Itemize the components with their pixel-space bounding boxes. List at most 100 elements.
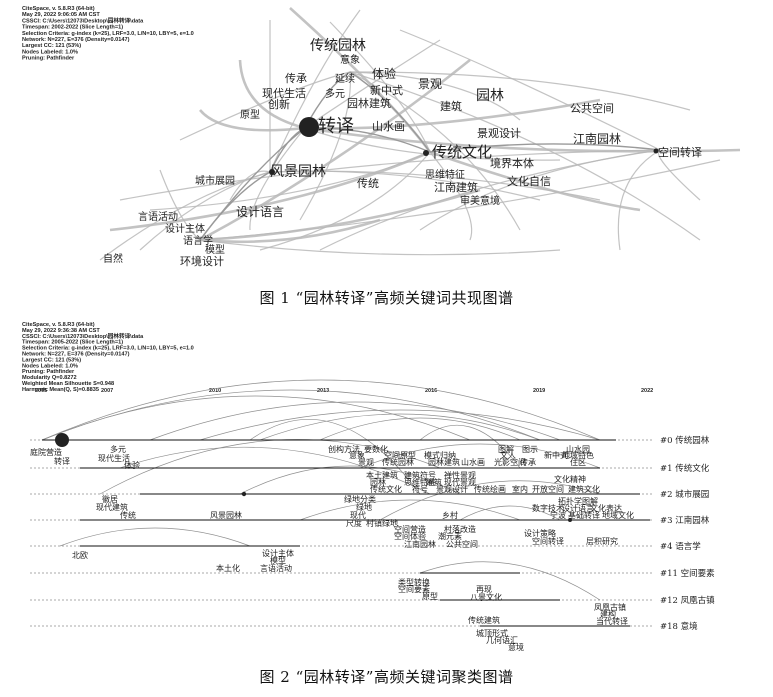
timeline-term: 公共空间 [446, 539, 478, 549]
network-keyword: 公共空间 [570, 101, 614, 115]
timeline-term: 拓扑学图解 [558, 496, 598, 506]
network-edge [399, 29, 661, 151]
timeline-term: 江南园林 [404, 539, 436, 549]
network-keyword: 传统 [357, 177, 379, 190]
hub-node-kongjianzhuanyi [653, 148, 659, 154]
network-edge [199, 109, 306, 132]
network-nodes [269, 117, 659, 175]
timeline-term: 凤凰古镇 [594, 602, 626, 612]
timeline-term: 现代建筑 [96, 502, 128, 512]
cluster-label: #12 凤凰古镇 [660, 595, 715, 606]
network-edge [349, 71, 521, 121]
timeline-term: 潮元素 [438, 531, 462, 541]
timeline-term: 建筑文化 [568, 484, 600, 494]
figure-2-caption: 图 2 “园林转译”高频关键词聚类图谱 [259, 668, 514, 686]
timeline-term: 几何语汇 [486, 635, 518, 645]
timeline-term: 再现 [476, 585, 492, 594]
timeline-arc [299, 499, 521, 521]
timeline-term: 意象 [349, 450, 365, 460]
timeline-term: 园林建筑 [428, 457, 460, 467]
timeline-term: 绿地 [356, 502, 372, 512]
timeline-arc [149, 401, 561, 441]
timeline-term: 层积研究 [586, 536, 618, 546]
network-keyword: 城市展园 [195, 174, 235, 187]
meta-line: Largest CC: 121 (53%) [22, 357, 81, 363]
timeline-term: 八景文化 [470, 592, 502, 602]
network-keyword: 传统园林 [310, 38, 366, 54]
timeline-term: 宁波 [550, 510, 566, 520]
timeline-term: 传统园林 [382, 457, 414, 467]
timeline-term: 开放空间 [532, 484, 564, 494]
timeline-arc [379, 480, 601, 521]
timeline-term: 创构方法 [328, 444, 360, 454]
timeline-term: 庭院营造 [30, 447, 62, 457]
meta-line: Pruning: Pathfinder [22, 56, 75, 62]
network-keyword: 环境设计 [180, 254, 224, 268]
timeline-term: 地域文化 [602, 510, 634, 520]
meta-line: Nodes Labeled: 1.0% [22, 363, 78, 369]
timeline-term: 类型转换 [398, 577, 430, 587]
network-keyword: 模型 [205, 243, 225, 256]
meta-line: CiteSpace, v. 5.8.R3 (64-bit) [22, 6, 95, 12]
network-edge [304, 126, 741, 153]
network-keyword: 园林 [476, 88, 504, 104]
timeline-term: 符号 [412, 484, 428, 494]
network-edge [269, 170, 541, 201]
cluster-label: #1 传统文化 [660, 463, 710, 474]
network-edge [179, 71, 351, 141]
meta-line: May 29, 2022 9:36:38 AM CST [22, 328, 100, 334]
meta-line: Weighted Mean Silhouette S=0.948 [22, 381, 114, 387]
timeline-term: 转译 [54, 456, 70, 466]
meta-line: May 29, 2022 9:06:05 AM CST [22, 12, 100, 18]
network-edge [429, 143, 661, 153]
network-edge [349, 71, 431, 153]
timeline-term: 住区 [570, 457, 586, 467]
network-edge [329, 21, 431, 153]
timeline-term: 传统绘画 [474, 484, 506, 494]
timeline-term: 空间体验 [394, 531, 426, 541]
meta-line: Modularity Q=0.8272 [22, 375, 77, 381]
network-edge [319, 149, 661, 251]
timeline-term: 室内 [512, 484, 528, 494]
cluster-timeline-figure: CiteSpace, v. 5.8.R3 (64-bit)May 29, 202… [22, 322, 715, 652]
timeline-term: 文化表达 [590, 503, 622, 513]
timeline-node [55, 433, 69, 447]
cooccurrence-network-figure: CiteSpace, v. 5.8.R3 (64-bit)May 29, 202… [22, 6, 741, 268]
network-keyword: 延续 [335, 72, 355, 85]
year-tick: 2005 [35, 388, 47, 394]
timeline-arc [41, 379, 601, 441]
network-edge [349, 71, 691, 111]
timeline-term: 尺度 [346, 518, 362, 528]
timeline-term: 传统 [120, 510, 136, 520]
meta-line: Timespan: 2005-2022 (Slice Length=1) [22, 340, 123, 346]
timeline-term: 本土化 [216, 563, 240, 573]
cluster-label: #0 传统园林 [660, 435, 710, 446]
network-keyword: 意象 [340, 53, 360, 66]
timeline-term: 设计主体 [262, 548, 294, 558]
network-edge [149, 151, 431, 211]
timeline-term: 光影空间 [494, 457, 526, 467]
meta-line: CiteSpace, v. 5.8.R3 (64-bit) [22, 322, 95, 328]
figure-1-caption: 图 1 “园林转译”高频关键词共现图谱 [259, 289, 514, 307]
timeline-arc [419, 424, 521, 469]
network-edge [199, 188, 481, 242]
timeline-term: 文化精神 [554, 474, 586, 484]
timeline-term: 山水园 [566, 444, 590, 454]
network-edge [99, 171, 271, 261]
meta-line: Harmonic Mean(Q, S)=0.8835 [22, 387, 99, 393]
timeline-term: 新中式 [544, 450, 568, 460]
timeline-term: 言语活动 [260, 563, 292, 573]
network-keyword: 江南建筑 [434, 180, 478, 194]
network-keyword: 园林建筑 [347, 96, 391, 110]
timeline-term: 山水画 [461, 457, 485, 467]
network-keyword: 新中式 [370, 83, 403, 97]
timeline-term: 绿地分类 [344, 494, 376, 504]
timeline-term: 设计策略 [524, 528, 556, 538]
timeline-term: 传承 [520, 457, 536, 467]
timeline-arc [239, 465, 461, 495]
network-keyword-labels: 传统园林意象传承延续体验景观现代生活多元新中式创新园林建筑园林建筑公共空间原型转… [103, 38, 702, 268]
network-keyword: 原型 [240, 108, 260, 121]
timeline-term: 模型 [270, 555, 286, 565]
timeline-arc [359, 443, 601, 469]
